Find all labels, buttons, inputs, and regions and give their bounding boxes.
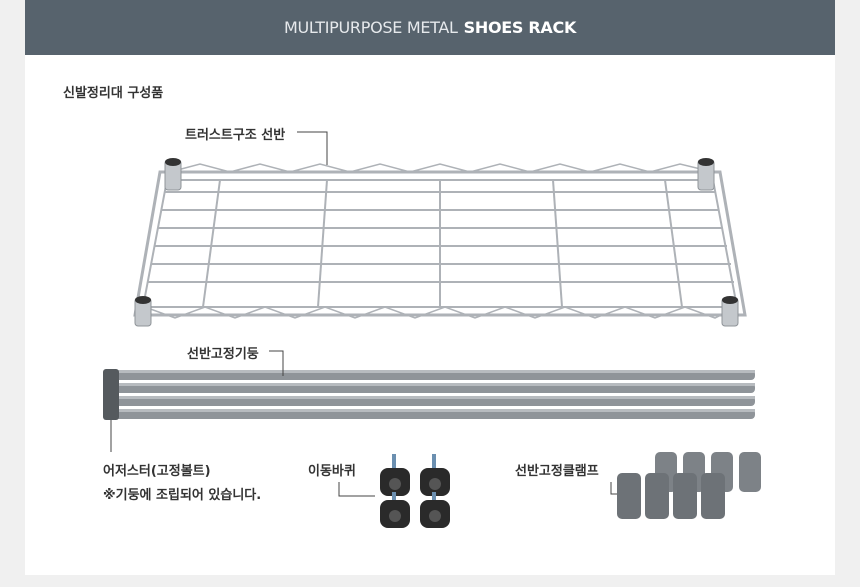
section-title: 신발정리대 구성품 [63, 86, 164, 101]
header-banner: MULTIPURPOSE METAL SHOES RACK [25, 0, 835, 55]
banner-title-bold: SHOES RACK [463, 18, 577, 37]
clamp-label: 선반고정클램프 [515, 464, 599, 479]
banner-title-light: MULTIPURPOSE METAL [283, 18, 458, 37]
parts-illustration [103, 131, 761, 528]
shelf-clamps [617, 452, 761, 519]
caster-label: 이동바퀴 [308, 464, 356, 479]
shelf-label: 트러스트구조 선반 [185, 128, 286, 143]
adjuster-label: 어저스터(고정볼트) [103, 464, 211, 479]
caster-wheels [380, 454, 450, 528]
pole-leader-line [269, 350, 284, 376]
caster-leader-line [338, 482, 375, 497]
support-poles [103, 369, 755, 420]
adjuster-note: ※기둥에 조립되어 있습니다. [103, 488, 262, 503]
wire-shelf [133, 158, 747, 327]
pole-label: 선반고정기둥 [187, 347, 259, 362]
product-parts-card: MULTIPURPOSE METAL SHOES RACK 신발정리대 구성품 [25, 0, 835, 575]
shelf-leader-line [297, 131, 328, 165]
